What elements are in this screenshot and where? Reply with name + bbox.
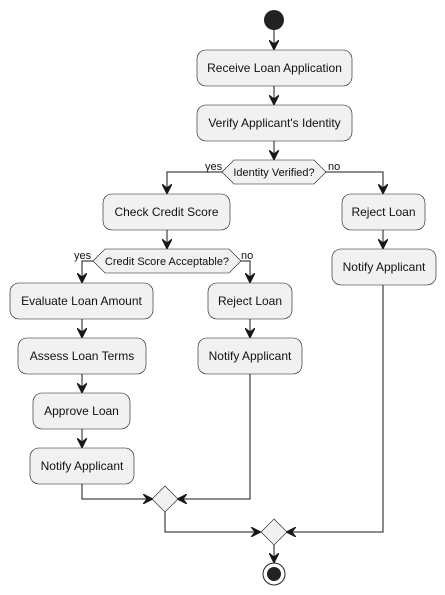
action-receive-loan-application: Receive Loan Application	[196, 49, 353, 87]
reject-credit-label: Reject Loan	[218, 294, 282, 308]
approve-label: Approve Loan	[44, 404, 119, 418]
action-reject-loan-credit: Reject Loan	[207, 282, 293, 320]
notify-approved-label: Notify Applicant	[41, 459, 124, 473]
end-node	[262, 562, 286, 586]
action-notify-applicant-approved: Notify Applicant	[29, 447, 135, 485]
action-evaluate-loan-amount: Evaluate Loan Amount	[9, 282, 154, 320]
verify-label: Verify Applicant's Identity	[208, 116, 340, 130]
action-assess-loan-terms: Assess Loan Terms	[17, 337, 147, 375]
action-verify-identity: Verify Applicant's Identity	[196, 104, 353, 142]
action-check-credit-score: Check Credit Score	[102, 193, 231, 231]
edges	[82, 30, 383, 562]
merge-diamond-outer	[260, 518, 288, 546]
assess-label: Assess Loan Terms	[30, 349, 135, 363]
notify-credit-label: Notify Applicant	[209, 349, 292, 363]
action-notify-applicant-credit: Notify Applicant	[197, 337, 303, 375]
merge-diamond-inner	[151, 485, 179, 513]
edge-merge1-merge2	[164, 512, 260, 532]
edge-credit-no	[241, 260, 250, 282]
edge-notify-merge1-left	[81, 484, 152, 499]
reject-identity-label: Reject Loan	[351, 205, 415, 219]
notify-identity-label: Notify Applicant	[343, 260, 426, 274]
identity-yes-label: yes	[205, 161, 223, 173]
evaluate-label: Evaluate Loan Amount	[21, 294, 142, 308]
credit-yes-label: yes	[74, 250, 92, 262]
edge-credit-yes	[82, 260, 93, 282]
edge-notify-merge2	[287, 285, 384, 532]
identity-decision-label: Identity Verified?	[233, 167, 314, 179]
credit-no-label: no	[241, 250, 253, 262]
credit-decision-label: Credit Score Acceptable?	[105, 256, 229, 268]
edge-identity-no	[326, 171, 383, 193]
action-notify-applicant-identity: Notify Applicant	[331, 248, 437, 286]
edge-identity-yes	[167, 171, 222, 193]
start-node	[264, 10, 284, 30]
action-reject-loan-identity: Reject Loan	[341, 193, 426, 231]
edge-notify-merge1-right	[178, 374, 251, 499]
action-approve-loan: Approve Loan	[32, 392, 131, 430]
decision-credit-acceptable: Credit Score Acceptable?	[92, 248, 242, 274]
identity-no-label: no	[328, 161, 340, 173]
receive-label: Receive Loan Application	[207, 61, 342, 75]
decision-identity-verified: Identity Verified?	[221, 159, 327, 185]
check-credit-label: Check Credit Score	[114, 205, 218, 219]
